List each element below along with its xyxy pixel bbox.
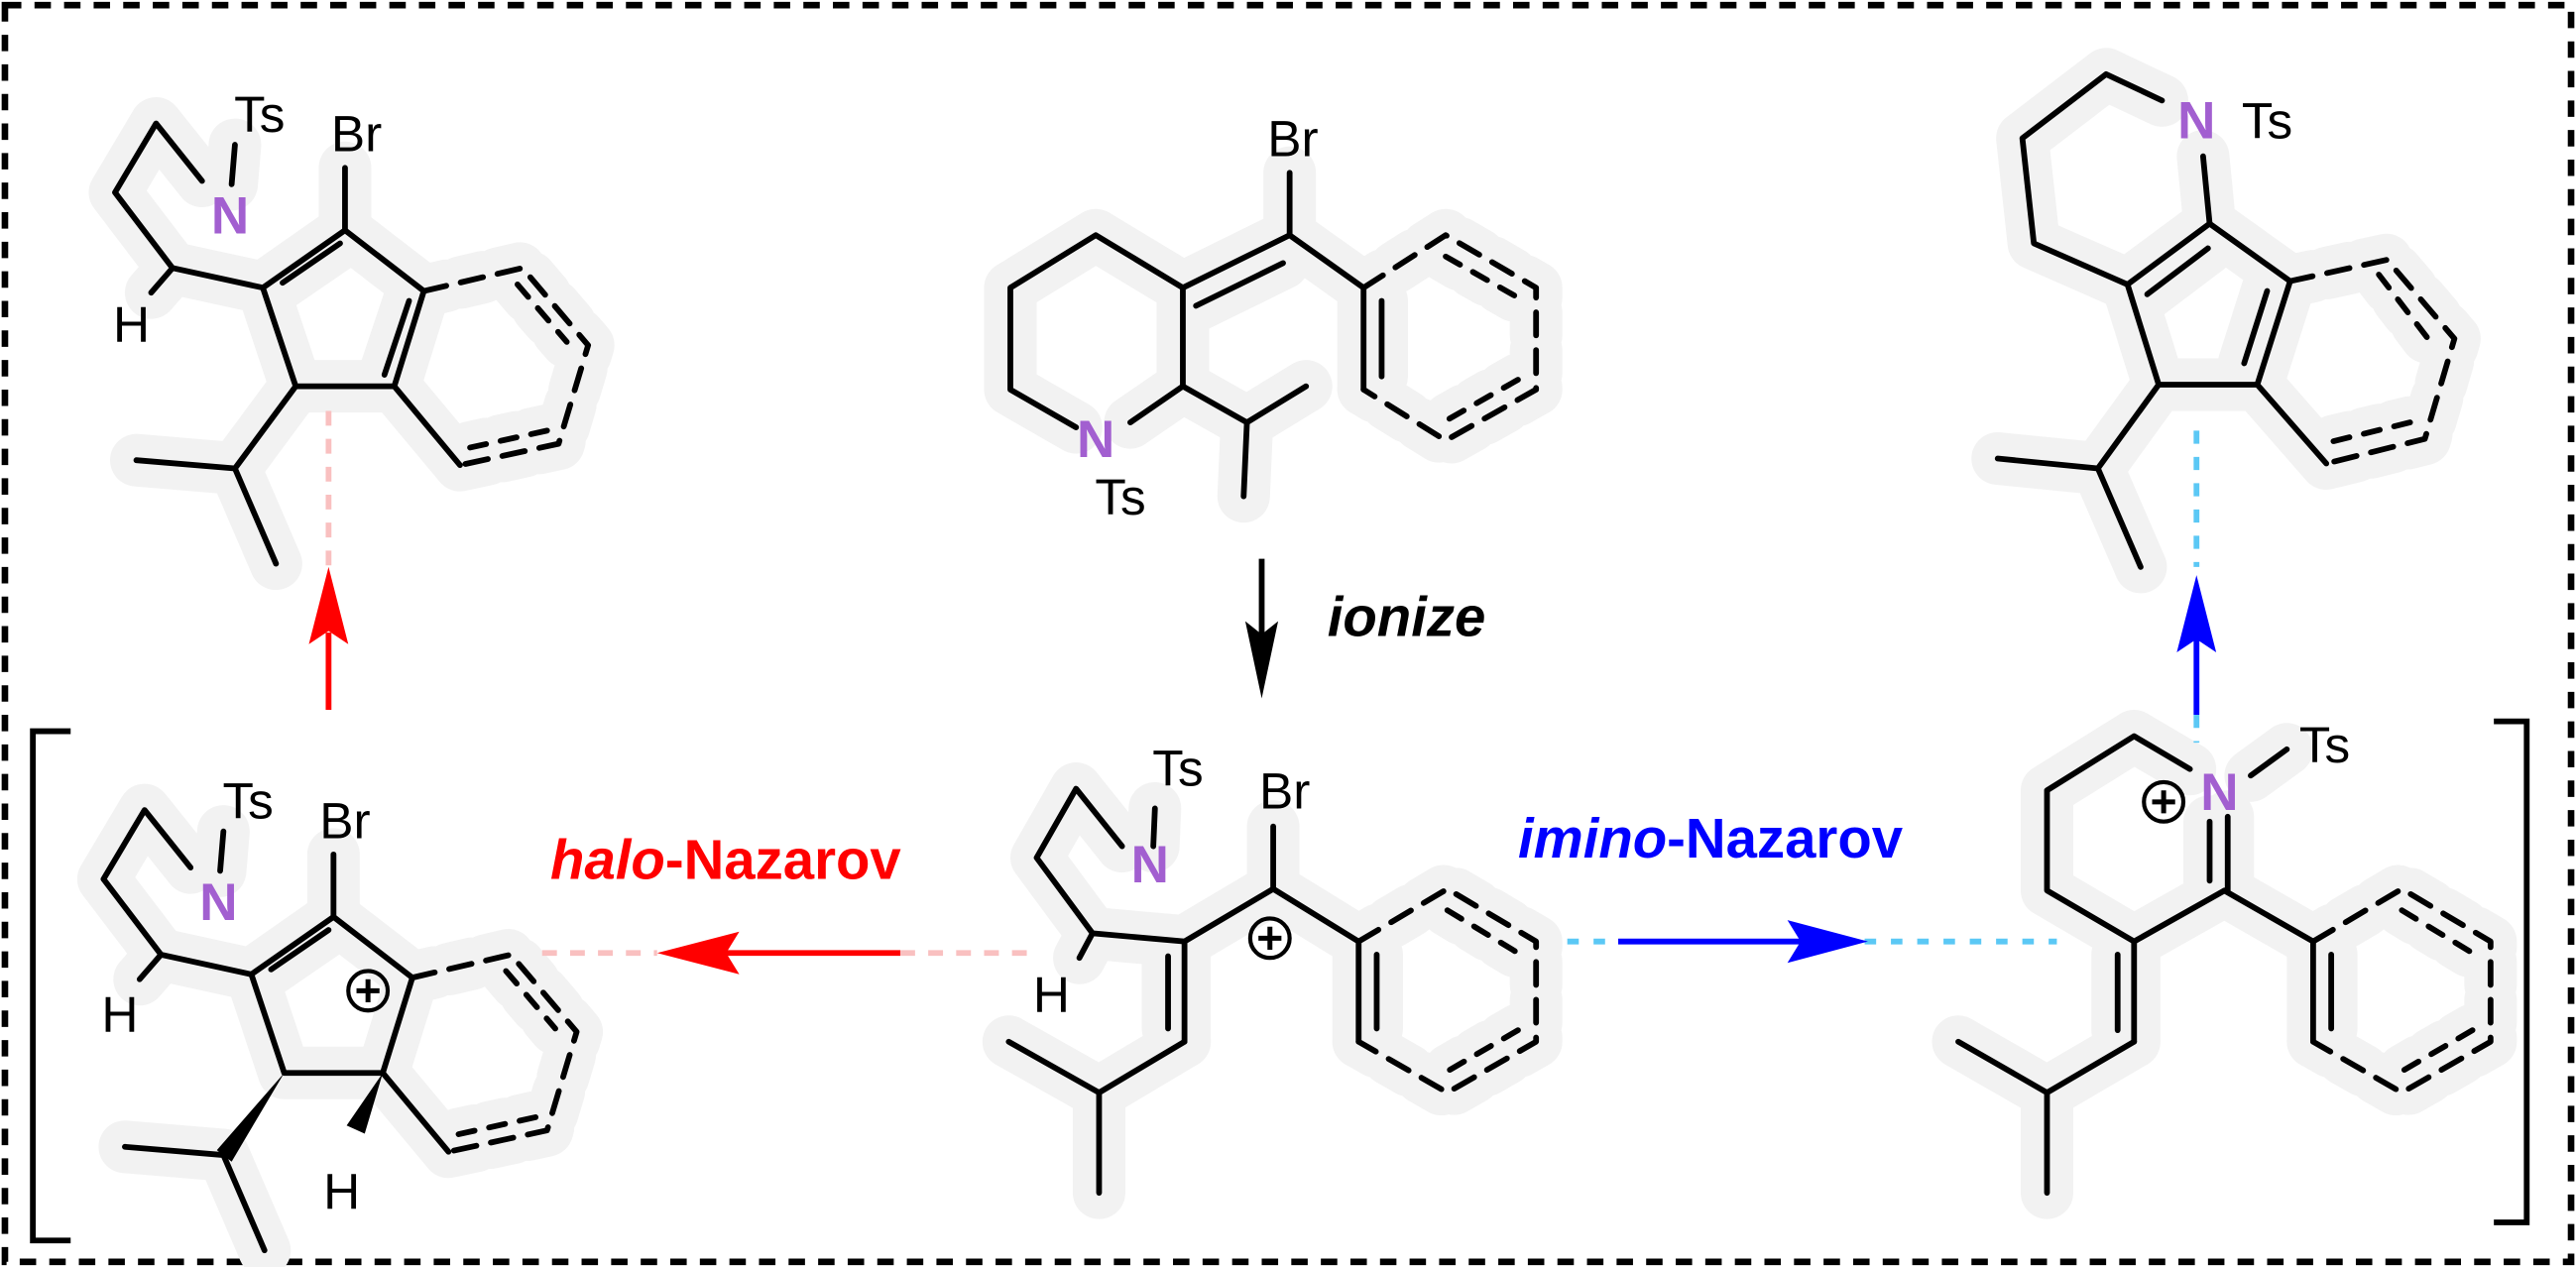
nitrogen-label: N (199, 873, 237, 932)
halo-nazarov-product: N Ts Br H (113, 86, 588, 564)
imino-product-arrow (2176, 430, 2217, 744)
hydrogen-label: H (323, 1164, 360, 1220)
arrow-head-icon (656, 931, 740, 975)
tosyl-label: Ts (223, 772, 274, 829)
hydrogen-label: H (101, 986, 138, 1043)
arrow-head-icon (1244, 621, 1279, 699)
positive-charge-icon (346, 969, 391, 1013)
wedge-bond (216, 1073, 285, 1162)
arrow-head-icon (2176, 575, 2217, 653)
arrow-head-icon (1787, 920, 1868, 964)
bromine-label: Br (331, 106, 382, 163)
bromine-label: Br (1259, 762, 1310, 819)
imino-nazarov-label: imino-Nazarov (1518, 807, 1904, 869)
left-bracket (30, 728, 71, 1244)
tosyl-label: Ts (2299, 717, 2350, 773)
halo-product-arrow (308, 410, 349, 711)
ionize-arrow: ionize (1244, 558, 1486, 699)
tosyl-label: Ts (2242, 92, 2292, 149)
imino-nazarov-arrow: imino-Nazarov (1518, 807, 2057, 964)
nitrogen-label: N (2200, 763, 2238, 822)
cyclized-cation-intermediate: N Ts Br H H (101, 772, 576, 1250)
nitrogen-label: N (1131, 836, 1169, 894)
imino-nazarov-product: N Ts (1998, 74, 2455, 567)
nitrogen-label: N (211, 187, 249, 246)
halo-nazarov-arrow: halo-Nazarov (541, 829, 1027, 975)
highlight-halos (103, 74, 2490, 1250)
wedge-bond (346, 1073, 384, 1134)
right-bracket (2494, 718, 2530, 1225)
nitrogen-label: N (2177, 91, 2215, 150)
nitrogen-label: N (1077, 410, 1114, 469)
ionize-label: ionize (1328, 585, 1486, 647)
halo-nazarov-label: halo-Nazarov (550, 829, 901, 891)
tosyl-label: Ts (1095, 469, 1145, 525)
arrow-head-icon (308, 566, 349, 644)
starting-material: N Ts Br (1010, 111, 1536, 525)
tosyl-label: Ts (234, 86, 285, 143)
bromine-label: Br (1267, 111, 1318, 168)
hydrogen-label: H (113, 296, 150, 353)
bromine-label: Br (319, 792, 370, 849)
positive-charge-icon (2142, 779, 2186, 824)
tosyl-label: Ts (1152, 740, 1203, 796)
hydrogen-label: H (1033, 967, 1070, 1023)
positive-charge-icon (1247, 916, 1292, 961)
cation-intermediate: N Ts Br H (1008, 740, 1536, 1193)
iminium-cation-intermediate: N Ts (1958, 717, 2491, 1193)
